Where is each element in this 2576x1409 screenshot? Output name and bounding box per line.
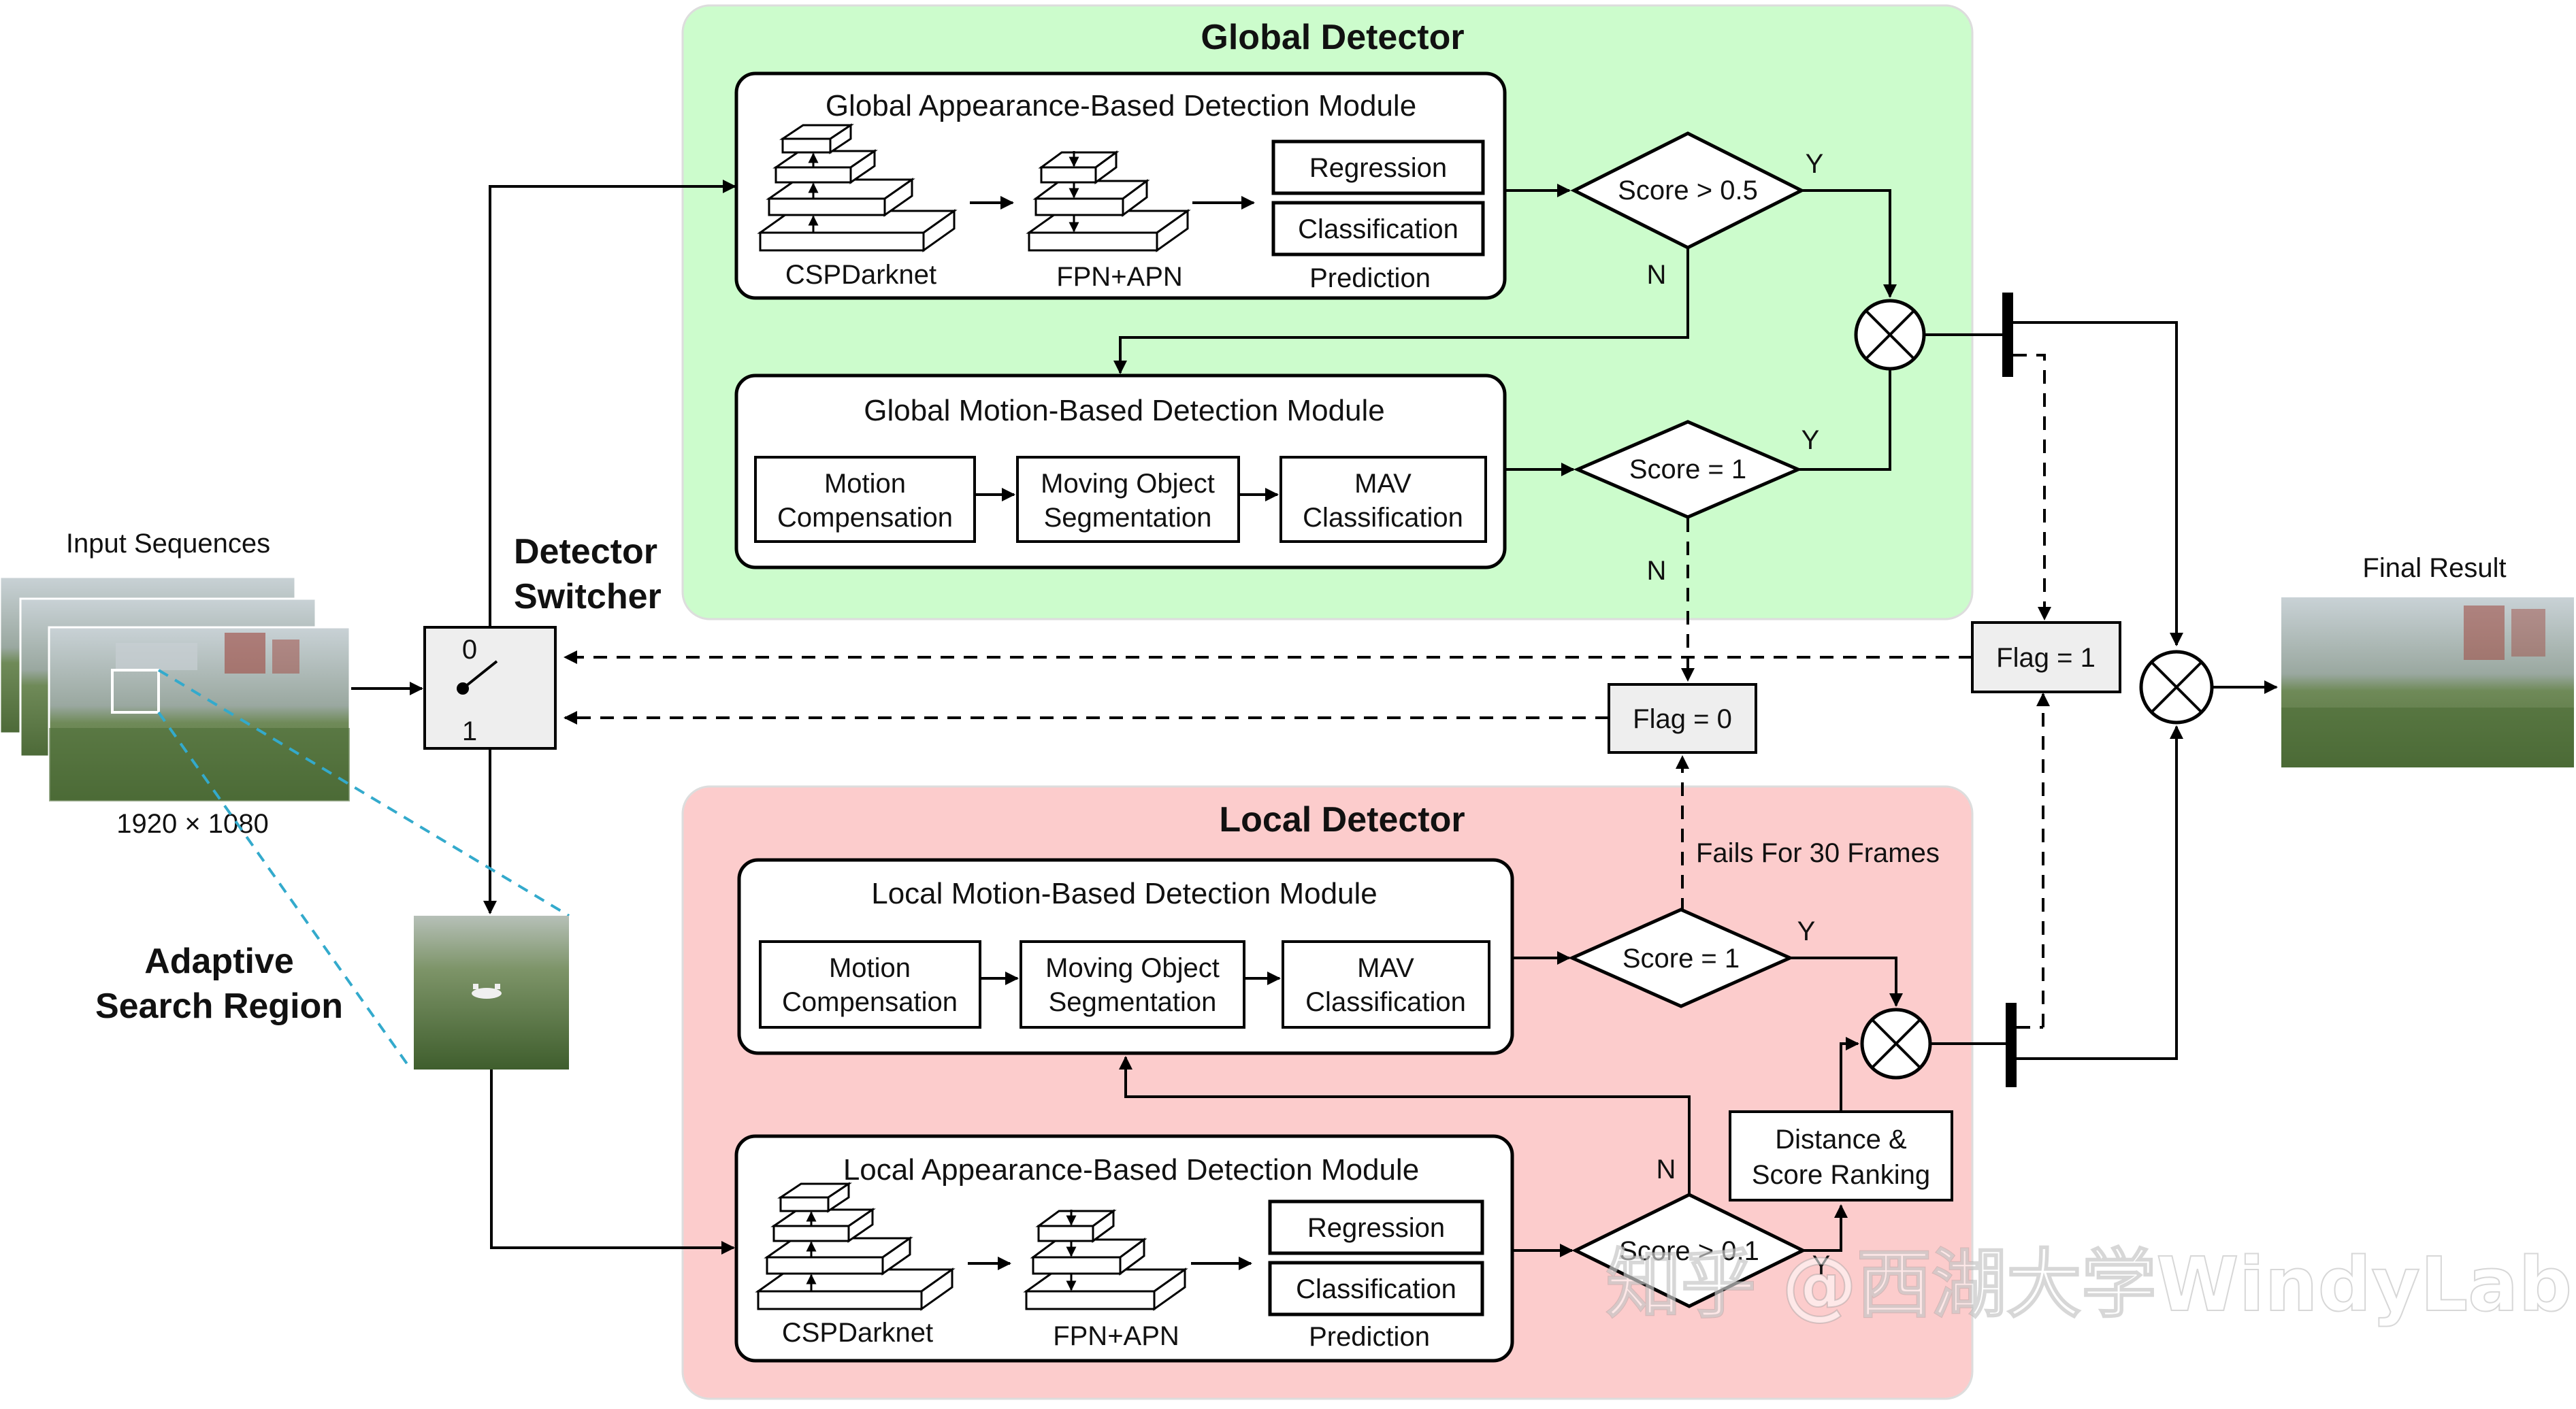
local-segmentation-label: Moving Object [1045, 953, 1220, 983]
flag-one-label: Flag = 1 [1996, 643, 2096, 673]
local-motion-compensation-box [759, 940, 981, 1029]
ranking-label: Distance & [1775, 1125, 1907, 1155]
local-motion-yes-label: Y [1797, 916, 1816, 946]
local-classification-label: Classification [1296, 1274, 1456, 1304]
local-motion-compensation-label-2: Compensation [782, 987, 958, 1017]
local-output-bar [2006, 1003, 2017, 1087]
classification-label: Classification [1298, 214, 1458, 244]
global-mav-label-2: Classification [1303, 503, 1463, 533]
local-prediction-label: Prediction [1309, 1322, 1430, 1352]
global-mav-label: MAV [1354, 469, 1412, 499]
local-appearance-decision-label: Score > 0.1 [1619, 1236, 1759, 1266]
prediction-label: Prediction [1309, 263, 1431, 293]
detector-switcher-box [423, 626, 557, 750]
local-motion-compensation-label: Motion [829, 953, 911, 983]
local-motion-module-title: Local Motion-Based Detection Module [871, 877, 1377, 910]
flag-zero-box [1608, 683, 1757, 754]
global-merge-icon [1854, 299, 1926, 371]
local-cspdarknet-icon [755, 1182, 956, 1311]
search-region-label: Adaptive [144, 942, 294, 981]
classification-box [1271, 201, 1485, 256]
fpn-apn-icon [1026, 150, 1191, 252]
ranking-label-2: Score Ranking [1752, 1160, 1930, 1190]
global-segmentation-label-2: Segmentation [1044, 503, 1212, 533]
local-appearance-yes-label: Y [1812, 1250, 1831, 1280]
local-detector-title: Local Detector [1219, 800, 1465, 840]
regression-box [1271, 139, 1485, 195]
local-regression-label: Regression [1307, 1213, 1445, 1243]
search-region-label-2: Search Region [95, 987, 343, 1026]
fpn-apn-label: FPN+APN [1056, 262, 1183, 292]
search-region-projection [157, 669, 570, 1071]
global-appearance-decision-label: Score > 0.5 [1618, 176, 1758, 205]
watermark-text: 知乎 @西湖大学WindyLab [1606, 1241, 2572, 1328]
global-segmentation-box [1016, 456, 1240, 543]
input-resolution-label: 1920 × 1080 [116, 809, 269, 839]
global-appearance-no-label: N [1647, 260, 1667, 290]
switch-icon [457, 660, 498, 695]
local-motion-decision-label: Score = 1 [1623, 944, 1740, 974]
local-mav-label: MAV [1357, 953, 1414, 983]
global-motion-yes-label: Y [1801, 425, 1820, 455]
local-cspdarknet-label: CSPDarknet [782, 1318, 933, 1348]
local-appearance-no-label: N [1657, 1155, 1676, 1184]
local-classification-box [1268, 1261, 1484, 1316]
switcher-pos1-label: 1 [462, 716, 477, 746]
switcher-title: Detector [514, 532, 657, 571]
local-mav-label-2: Classification [1305, 987, 1466, 1017]
global-motion-module-title: Global Motion-Based Detection Module [864, 394, 1385, 427]
global-appearance-module-title: Global Appearance-Based Detection Module [826, 89, 1416, 122]
global-motion-decision-label: Score = 1 [1629, 454, 1746, 484]
cspdarknet-icon [757, 123, 958, 252]
flag-zero-label: Flag = 0 [1633, 704, 1732, 734]
local-segmentation-box [1020, 940, 1245, 1029]
global-detector-title: Global Detector [1201, 18, 1464, 57]
final-result-label: Final Result [2362, 553, 2506, 583]
global-motion-compensation-label: Motion [824, 469, 906, 499]
local-fpn-apn-label: FPN+APN [1053, 1321, 1179, 1351]
local-fpn-apn-icon [1023, 1209, 1188, 1311]
local-regression-box [1268, 1199, 1484, 1255]
final-merge-icon [2139, 650, 2214, 725]
global-appearance-yes-label: Y [1806, 149, 1824, 179]
global-segmentation-label: Moving Object [1041, 469, 1215, 499]
global-motion-compensation-box [754, 456, 976, 543]
cspdarknet-label: CSPDarknet [785, 260, 936, 290]
global-mav-classification-box [1279, 456, 1487, 543]
drone-icon [472, 984, 502, 999]
ranking-box [1729, 1110, 1953, 1201]
input-label: Input Sequences [66, 529, 270, 559]
flag-one-box [1971, 621, 2121, 693]
local-segmentation-label-2: Segmentation [1049, 987, 1217, 1017]
local-merge-icon [1860, 1008, 1932, 1080]
switcher-pos0-label: 0 [462, 635, 477, 665]
global-motion-no-label: N [1647, 556, 1667, 586]
final-result-image [2281, 597, 2574, 767]
input-sequence-images [0, 576, 351, 803]
regression-label: Regression [1309, 153, 1447, 183]
local-appearance-module-title: Local Appearance-Based Detection Module [843, 1153, 1419, 1187]
fails-label: Fails For 30 Frames [1696, 838, 1940, 868]
local-mav-classification-box [1282, 940, 1490, 1029]
switcher-title-2: Switcher [514, 577, 662, 616]
global-motion-compensation-label-2: Compensation [777, 503, 953, 533]
global-output-bar [2002, 293, 2013, 377]
